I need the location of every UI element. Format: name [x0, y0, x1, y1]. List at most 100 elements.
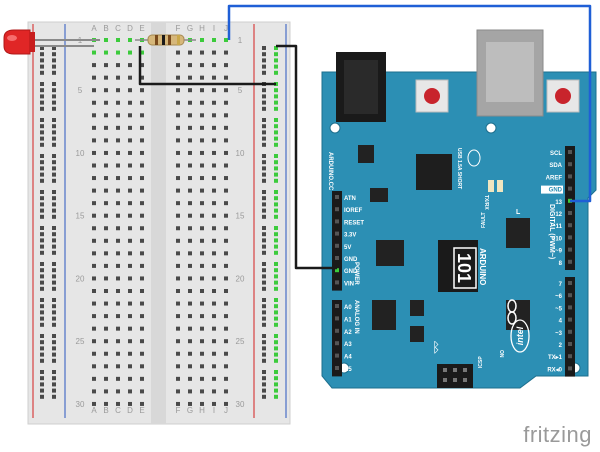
- led-body: [3, 29, 31, 55]
- breadboard-hole: [140, 364, 144, 369]
- breadboard-hole: [200, 50, 204, 55]
- breadboard-hole: [116, 150, 120, 155]
- breadboard-hole: [104, 113, 108, 118]
- breadboard-hole: [224, 213, 228, 218]
- red-led: [3, 29, 35, 55]
- breadboard-rail-hole: [40, 94, 44, 99]
- breadboard-rail-hole: [52, 376, 56, 381]
- breadboard-hole: [224, 125, 228, 130]
- breadboard-hole: [92, 63, 96, 68]
- breadboard-hole: [176, 213, 180, 218]
- breadboard-rail-hole: [40, 142, 44, 147]
- breadboard-hole: [176, 289, 180, 293]
- breadboard-rail-hole: [274, 154, 278, 158]
- breadboard-hole: [140, 389, 144, 394]
- breadboard-hole: [212, 176, 216, 181]
- breadboard-rail-hole: [262, 94, 266, 99]
- breadboard-rail-hole: [274, 46, 278, 50]
- tx-rx-label: TX/RX: [483, 195, 489, 210]
- usb-controller-chip: [416, 154, 452, 190]
- breadboard-hole: [200, 401, 204, 406]
- power-pin-label: GND: [344, 269, 358, 275]
- breadboard-hole: [104, 150, 108, 155]
- breadboard-rail-hole: [274, 100, 278, 105]
- breadboard-rail-hole: [40, 376, 44, 381]
- breadboard-hole: [92, 201, 96, 206]
- breadboard-column-letter: E: [139, 406, 144, 415]
- l-led-label: L: [516, 209, 521, 216]
- breadboard-hole: [188, 401, 192, 406]
- mounting-hole: [485, 122, 497, 134]
- breadboard-hole: [176, 251, 180, 256]
- breadboard-hole: [128, 314, 132, 319]
- breadboard-hole: [224, 163, 228, 168]
- breadboard-hole: [224, 100, 228, 105]
- breadboard-rail-hole: [40, 316, 44, 321]
- analog-pin-label: A4: [344, 355, 352, 361]
- breadboard-rail-hole: [274, 226, 278, 230]
- header-pin: [568, 329, 572, 334]
- breadboard-hole: [224, 263, 228, 268]
- breadboard-rail-hole: [262, 232, 266, 237]
- breadboard-hole: [128, 289, 132, 293]
- breadboard-hole: [116, 364, 120, 369]
- breadboard-rail-hole: [274, 124, 278, 129]
- breadboard-hole: [104, 389, 108, 394]
- breadboard-rail-hole: [262, 274, 266, 279]
- breadboard-hole: [128, 75, 132, 80]
- breadboard-hole: [188, 188, 192, 193]
- breadboard-hole: [104, 351, 108, 356]
- breadboard-hole: [140, 125, 144, 130]
- digital-pin-label: 2: [559, 343, 563, 349]
- breadboard-hole: [212, 238, 216, 243]
- breadboard-hole: [212, 38, 216, 42]
- breadboard-hole: [128, 150, 132, 155]
- breadboard-hole: [92, 213, 96, 218]
- breadboard-rail-hole: [262, 304, 266, 309]
- breadboard-rail-hole: [262, 382, 266, 387]
- breadboard-hole: [176, 150, 180, 155]
- breadboard-hole: [176, 50, 180, 55]
- breadboard-hole: [176, 263, 180, 268]
- breadboard-hole: [176, 163, 180, 168]
- breadboard-hole: [104, 100, 108, 105]
- breadboard-hole: [212, 75, 216, 80]
- breadboard-hole: [104, 251, 108, 256]
- breadboard-hole: [188, 301, 192, 306]
- breadboard-rail-hole: [40, 88, 44, 93]
- breadboard-hole: [92, 251, 96, 256]
- breadboard-hole: [116, 88, 120, 93]
- breadboard-hole: [104, 88, 108, 93]
- header-pin: [568, 293, 572, 298]
- breadboard-column-letter: I: [213, 24, 215, 33]
- breadboard-rail-hole: [40, 46, 44, 50]
- breadboard-hole: [176, 238, 180, 243]
- breadboard-hole: [212, 150, 216, 155]
- breadboard-hole: [200, 376, 204, 381]
- breadboard-row-number: 5: [78, 86, 83, 95]
- infinity-logo: [507, 299, 517, 325]
- digital-pin-label: AREF: [546, 175, 563, 181]
- digital-pin-label: 12: [555, 212, 562, 218]
- breadboard-column-letter: I: [213, 406, 215, 415]
- breadboard-rail-hole: [40, 130, 44, 135]
- icsp-label: ICSP: [478, 356, 484, 368]
- breadboard-rail-hole: [274, 70, 278, 75]
- breadboard-hole: [116, 314, 120, 319]
- breadboard-hole: [116, 201, 120, 206]
- breadboard-rail-hole: [40, 208, 44, 213]
- breadboard-hole: [128, 201, 132, 206]
- breadboard-rail-hole: [52, 124, 56, 129]
- header-pin: [568, 162, 572, 167]
- digital-pwm-label: DIGITAL (PWM~): [548, 204, 555, 259]
- breadboard-rail-hole: [262, 310, 266, 315]
- breadboard-rail-hole: [40, 310, 44, 315]
- breadboard-rail-hole: [40, 232, 44, 237]
- breadboard-hole: [176, 326, 180, 331]
- led-rx: [497, 180, 503, 192]
- breadboard-rail-hole: [52, 178, 56, 183]
- master-reset-button[interactable]: [415, 79, 449, 113]
- breadboard-rail-hole: [52, 100, 56, 105]
- breadboard-rail-hole: [262, 358, 266, 363]
- breadboard-hole: [200, 188, 204, 193]
